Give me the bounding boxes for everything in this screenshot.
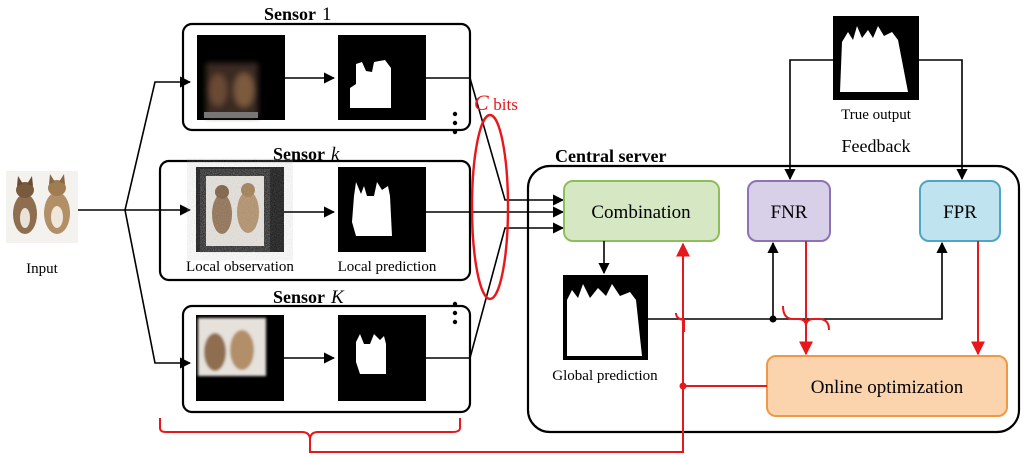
sensor-1-box <box>181 22 472 132</box>
sensor-1-observation-image <box>197 35 285 120</box>
feedback-junction-dot <box>679 382 687 390</box>
combination-label: Combination <box>591 202 691 223</box>
junction-dot <box>769 315 777 323</box>
metrics-brace <box>782 305 830 331</box>
sensor-k: Sensor k Local observation Local predict… <box>158 144 472 282</box>
fpr-label: FPR <box>943 202 977 223</box>
sensor-k-box <box>158 159 472 282</box>
sensor-1-title: Sensor <box>264 4 316 24</box>
sensor-k-prediction-image <box>338 167 426 252</box>
sensor-K-title: Sensor <box>273 287 325 307</box>
local-prediction-label: Local prediction <box>338 259 437 275</box>
true-output: True output Feedback <box>784 16 968 181</box>
optimization-feedback-arrows <box>309 242 767 453</box>
sensors-brace <box>159 418 461 441</box>
metrics-to-optimization-arrows <box>799 241 985 356</box>
sensor-1: Sensor 1 <box>181 4 472 132</box>
c-bits-variable: C <box>474 90 489 115</box>
sensor-K-index: K <box>330 287 345 308</box>
sensor-K: Sensor K <box>181 287 472 414</box>
sensor-K-box <box>181 304 472 414</box>
more-sensors-dots <box>452 111 458 325</box>
local-observation-label: Local observation <box>186 259 294 275</box>
fnr-block: FNR <box>747 180 831 242</box>
central-server-title: Central server <box>555 146 666 166</box>
sensor-K-observation-image <box>196 315 284 401</box>
combination-block: Combination <box>563 180 720 242</box>
sensor-K-prediction-image <box>338 315 426 401</box>
input-fanout-arrows <box>78 76 192 369</box>
fnr-label: FNR <box>771 202 808 223</box>
cat-photo-icon <box>13 174 70 234</box>
input-label: Input <box>26 261 58 277</box>
central-server: Central server Combination FNR FPR Onlin… <box>309 146 1021 453</box>
global-prediction-label: Global prediction <box>552 368 658 384</box>
fpr-block: FPR <box>919 180 1001 242</box>
online-optimization-label: Online optimization <box>811 377 964 398</box>
global-prediction-image <box>563 275 648 360</box>
feedback-label: Feedback <box>842 136 911 156</box>
global-to-metrics-arrows <box>648 241 948 320</box>
central-server-box <box>526 164 1021 434</box>
true-output-image <box>833 16 919 100</box>
sensor-output-arrows <box>426 77 565 359</box>
sensor-1-prediction-image <box>338 35 426 120</box>
c-bits-ellipse <box>470 113 510 301</box>
true-output-arrows <box>784 59 968 181</box>
sensor-k-observation-image <box>196 167 284 252</box>
c-bits-label: bits <box>489 95 518 114</box>
online-optimization-block: Online optimization <box>766 355 1008 417</box>
sensor-k-index: k <box>331 144 340 165</box>
true-output-label: True output <box>841 107 912 123</box>
input-image <box>6 171 78 243</box>
sensor-k-title: Sensor <box>273 144 325 164</box>
sensor-1-index: 1 <box>322 4 332 25</box>
